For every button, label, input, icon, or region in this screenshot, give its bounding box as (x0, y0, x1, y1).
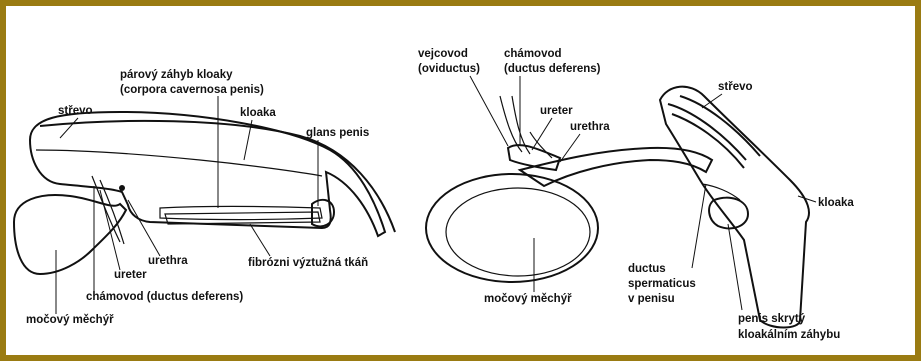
right-label-penis-2: kloakálním záhybu (738, 329, 840, 341)
right-label-ductus-1: ductus (628, 263, 666, 275)
right-label-vejcovod-1: vejcovod (418, 48, 468, 60)
left-label-strevo: střevo (58, 105, 93, 117)
right-label-urethra: urethra (570, 121, 610, 133)
left-label-chamovod: chámovod (ductus deferens) (86, 291, 243, 303)
right-label-ductus-2: spermaticus (628, 278, 696, 290)
right-bladder-inner (446, 188, 590, 276)
right-bladder-outer (426, 174, 598, 282)
right-label-kloaka: kloaka (818, 197, 854, 209)
left-label-parovy-2: (corpora cavernosa penis) (120, 84, 264, 96)
right-label-ureter: ureter (540, 105, 573, 117)
right-label-penis-1: penis skrytý (738, 313, 806, 325)
right-label-ductus-3: v penisu (628, 293, 675, 305)
left-label-fibrozni: fibrózni výztužná tkáň (248, 257, 368, 269)
left-fibrous-tissue (165, 212, 320, 224)
left-cloaca-lumen (36, 150, 322, 176)
left-label-mocovy: močový měchýř (26, 314, 114, 326)
left-duct-opening (119, 185, 125, 191)
right-diagram (426, 87, 809, 328)
right-cloaca-body (660, 87, 809, 328)
right-label-vejcovod-2: (oviductus) (418, 63, 480, 75)
left-ureter-duct (92, 176, 120, 242)
right-label-mocovy: močový měchýř (484, 293, 572, 305)
right-label-chamovod-2: (ductus deferens) (504, 63, 601, 75)
right-label-chamovod-1: chámovod (504, 48, 562, 60)
left-label-kloaka: kloaka (240, 107, 276, 119)
left-label-ureter: ureter (114, 269, 147, 281)
right-label-strevo: střevo (718, 81, 753, 93)
left-label-glans: glans penis (306, 127, 369, 139)
left-bladder (14, 195, 126, 274)
left-label-parovy-1: párový záhyb kloaky (120, 69, 233, 81)
left-label-urethra: urethra (148, 255, 188, 267)
